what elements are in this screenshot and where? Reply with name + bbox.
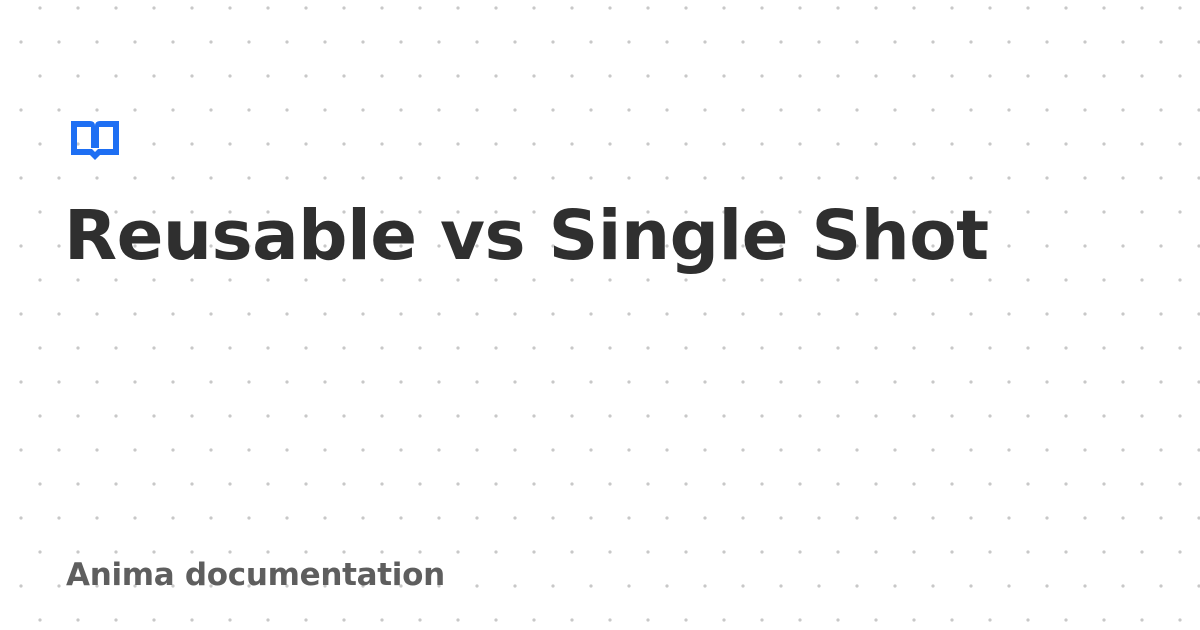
site-name: Anima documentation — [66, 557, 445, 593]
page-title: Reusable vs Single Shot — [64, 196, 989, 276]
open-book-icon — [71, 121, 119, 160]
